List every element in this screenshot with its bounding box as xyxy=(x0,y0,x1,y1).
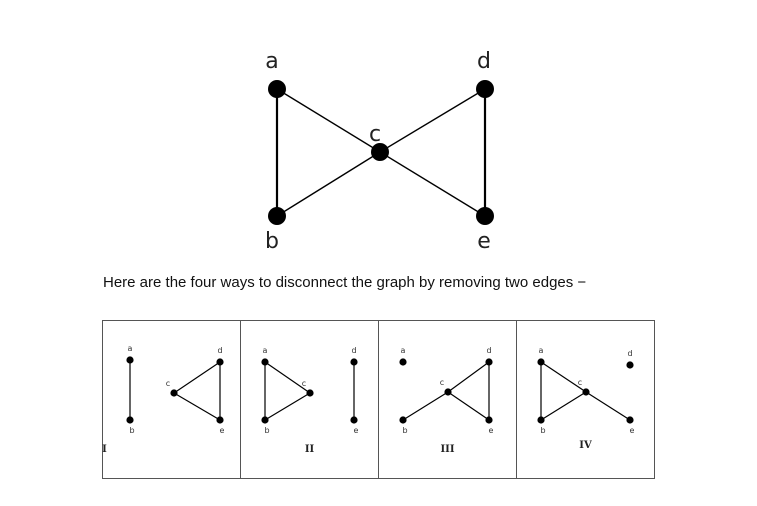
panel-1-label-a: a xyxy=(128,344,133,353)
panel-3-node-d xyxy=(485,358,493,366)
panel-1-label-c: c xyxy=(166,379,170,388)
node-label-c: c xyxy=(369,122,381,147)
panel-3-label-c: c xyxy=(440,378,444,387)
main-graph-labels: a b c d e xyxy=(265,49,491,254)
panel-4: a b c d e IV xyxy=(517,321,654,478)
panel-2-label-d: d xyxy=(351,346,356,355)
panel-4-label-d: d xyxy=(627,349,632,358)
panel-2: a b c d e II xyxy=(241,321,379,478)
panel-4-node-a xyxy=(537,358,545,366)
node-label-b: b xyxy=(265,229,279,254)
caption-text: Here are the four ways to disconnect the… xyxy=(103,274,587,291)
panel-1-numeral: I xyxy=(102,444,107,455)
panel-4-edge-c-e xyxy=(585,391,631,421)
panel-3-edge-b-c xyxy=(402,391,449,421)
main-graph-nodes xyxy=(268,80,494,225)
panel-3-label-a: a xyxy=(401,346,406,355)
panel-3-label-d: d xyxy=(486,346,491,355)
panel-1-label-e: e xyxy=(220,426,225,435)
panel-4-node-d xyxy=(626,361,634,369)
panel-2-node-c xyxy=(306,389,314,397)
panel-1-node-c xyxy=(170,389,178,397)
panel-2-label-a: a xyxy=(263,346,268,355)
node-d xyxy=(476,80,494,98)
panel-2-edge-a-c xyxy=(264,361,311,394)
panel-4-label-c: c xyxy=(578,378,582,387)
panel-2-node-b xyxy=(261,416,269,424)
panel-4-node-e xyxy=(626,416,634,424)
panel-1-graph: a b c d e xyxy=(126,344,225,435)
panel-4-edge-b-c xyxy=(540,391,587,421)
panel-1-node-b xyxy=(126,416,134,424)
node-c xyxy=(371,143,389,161)
panel-3-edge-c-e xyxy=(447,391,490,421)
panel-2-graph: a b c d e xyxy=(261,346,359,435)
panel-2-label-e: e xyxy=(354,426,359,435)
panel-4-label-e: e xyxy=(630,426,635,435)
node-label-d: d xyxy=(477,49,491,74)
panel-4-node-b xyxy=(537,416,545,424)
panel-4-edge-a-c xyxy=(540,361,587,393)
edge-b-c xyxy=(276,151,381,217)
panel-4-label-a: a xyxy=(539,346,544,355)
panel-2-label-c: c xyxy=(302,379,306,388)
edge-a-c xyxy=(276,88,381,153)
panel-2-edge-b-c xyxy=(264,392,311,421)
panel-2-numeral: II xyxy=(304,444,315,455)
panel-4-label-b: b xyxy=(540,426,545,435)
panel-4-numeral: IV xyxy=(579,440,592,451)
edge-c-d xyxy=(379,88,486,153)
panel-1-node-e xyxy=(216,416,224,424)
panel-3: a b c d e III xyxy=(379,321,517,478)
panel-1-edge-c-e xyxy=(173,392,221,421)
panel-3-node-b xyxy=(399,416,407,424)
panel-2-node-a xyxy=(261,358,269,366)
panel-3-node-c xyxy=(444,388,452,396)
main-graph: a b c d e xyxy=(265,49,494,254)
panel-3-graph: a b c d e xyxy=(399,346,494,435)
main-graph-edges xyxy=(275,88,487,217)
panel-4-graph: a b c d e xyxy=(537,346,635,435)
disconnection-panels: a b c d e I a b c d e II a b c d e III a b c d e IV xyxy=(102,320,655,479)
panel-3-label-e: e xyxy=(489,426,494,435)
node-e xyxy=(476,207,494,225)
panel-3-edge-c-d xyxy=(447,361,490,393)
node-label-a: a xyxy=(265,49,278,74)
edge-c-e xyxy=(379,151,486,217)
panel-1-label-d: d xyxy=(217,346,222,355)
panel-1-node-d xyxy=(216,358,224,366)
panel-1: a b c d e I xyxy=(102,321,241,478)
panel-2-label-b: b xyxy=(264,426,269,435)
panel-2-node-d xyxy=(350,358,358,366)
panel-3-numeral: III xyxy=(440,444,455,455)
panel-3-node-a xyxy=(399,358,407,366)
panel-4-node-c xyxy=(582,388,590,396)
panel-3-label-b: b xyxy=(402,426,407,435)
panel-1-node-a xyxy=(126,356,134,364)
panel-1-edge-c-d xyxy=(173,361,221,394)
node-label-e: e xyxy=(477,229,491,254)
panel-2-node-e xyxy=(350,416,358,424)
node-a xyxy=(268,80,286,98)
node-b xyxy=(268,207,286,225)
panel-1-label-b: b xyxy=(129,426,134,435)
panel-3-node-e xyxy=(485,416,493,424)
